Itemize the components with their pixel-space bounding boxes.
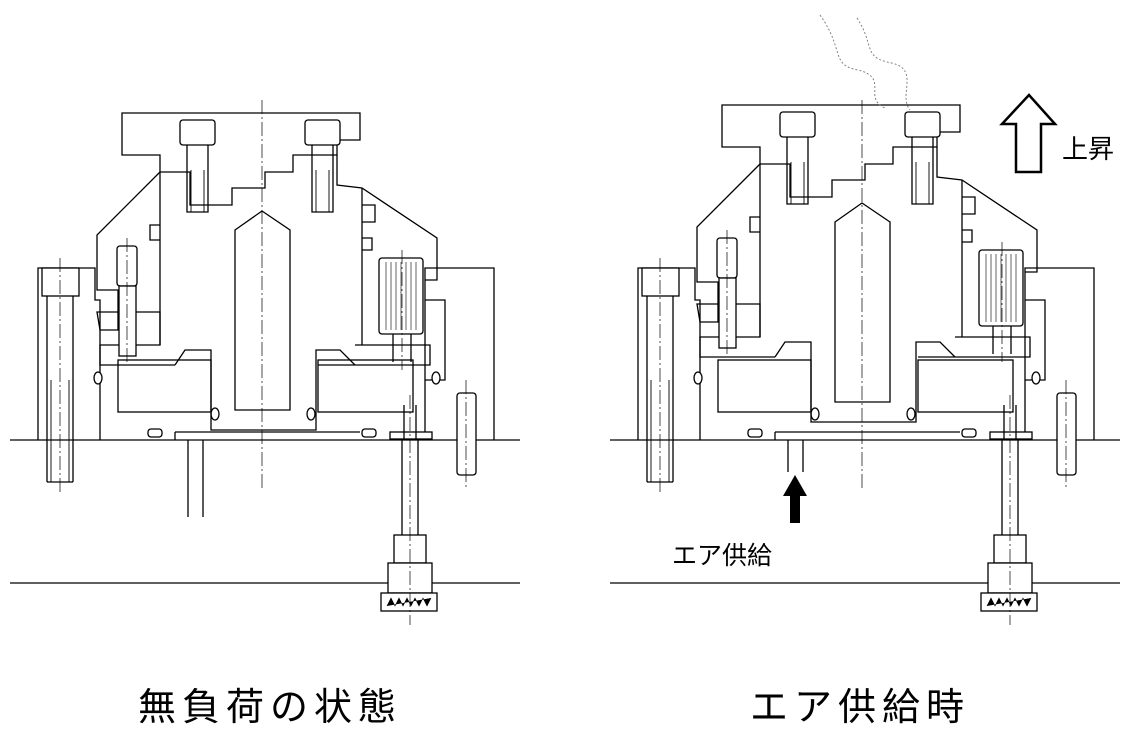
- air-supply-label: エア供給: [672, 541, 772, 570]
- diagram-air-supplied: [609, 14, 1121, 626]
- diagram-no-load: [9, 100, 521, 626]
- caption-air-supplied: エア供給時: [750, 685, 970, 729]
- caption-no-load: 無負荷の状態: [138, 685, 402, 729]
- lift-arrow-icon: [999, 93, 1058, 174]
- lift-label: 上昇: [1062, 135, 1114, 165]
- air-supply-arrow: [783, 475, 807, 523]
